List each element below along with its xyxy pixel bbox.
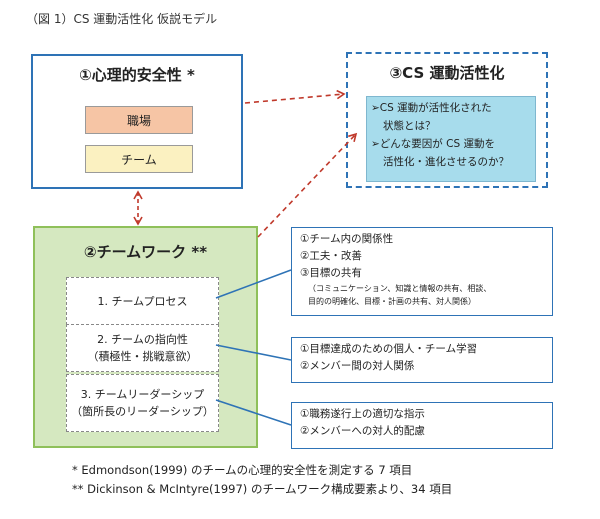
team-leadership-label: 3. チームリーダーシップ	[80, 388, 205, 401]
detail-note-line-1: （コミュニケーション、知識と情報の共有、相談、	[308, 284, 492, 293]
detail-relationship: ①チーム内の関係性	[300, 233, 394, 245]
workplace-item: 職場	[85, 106, 193, 134]
footnote-1: * Edmondson(1999) のチームの心理的安全性を測定する 7 項目	[72, 463, 413, 477]
team-process-label: 1. チームプロセス	[97, 294, 188, 308]
team-orientation-item: 2. チームの指向性 （積極性・挑戦意欲）	[66, 324, 219, 372]
detail-note-line-2: 目的の明確化、目標・計画の共有、対人関係）	[308, 297, 476, 306]
arrow-teamwork-to-cs	[257, 132, 358, 238]
question-1-line-2: 状態とは？	[383, 120, 436, 132]
question-1-line-1: ➢CS 運動が活性化された	[371, 102, 492, 114]
detail-learning: ①目標達成のための個人・チーム学習	[300, 343, 478, 355]
link-process-to-details	[215, 269, 292, 299]
link-leadership-to-details	[215, 399, 292, 426]
cs-questions-box: ➢CS 運動が活性化された 状態とは？ ➢どんな要因が CS 運動を 活性化・進…	[366, 96, 536, 182]
detail-goal-sharing: ③目標の共有	[300, 267, 362, 279]
question-2-line-2: 活性化・進化させるのか？	[383, 156, 509, 168]
footnote-2: ** Dickinson & McIntyre(1997) のチームワーク構成要…	[72, 482, 453, 496]
psychological-safety-title: ①心理的安全性 *	[79, 66, 195, 84]
link-orientation-to-details	[215, 344, 292, 361]
team-leadership-detail: （箇所長のリーダーシップ）	[71, 405, 214, 418]
psychological-safety-box: ①心理的安全性 * 職場 チーム	[31, 54, 243, 189]
team-item: チーム	[85, 145, 193, 173]
detail-improvement: ②工夫・改善	[300, 250, 362, 262]
detail-consideration: ②メンバーへの対人的配慮	[300, 425, 425, 437]
figure-caption: （図 1）CS 運動活性化 仮説モデル	[26, 12, 218, 26]
question-2-line-1: ➢どんな要因が CS 運動を	[371, 138, 495, 150]
team-leadership-details-box: ①職務遂行上の適切な指示 ②メンバーへの対人的配慮	[291, 402, 553, 449]
arrow-safety-to-cs	[244, 89, 346, 104]
teamwork-box: ②チームワーク ** 1. チームプロセス 2. チームの指向性 （積極性・挑戦…	[33, 226, 258, 448]
team-leadership-item: 3. チームリーダーシップ （箇所長のリーダーシップ）	[66, 374, 219, 432]
team-orientation-label: 2. チームの指向性	[97, 333, 188, 346]
detail-interpersonal: ②メンバー間の対人関係	[300, 360, 415, 372]
team-process-item: 1. チームプロセス	[66, 277, 219, 325]
team-orientation-details-box: ①目標達成のための個人・チーム学習 ②メンバー間の対人関係	[291, 337, 553, 383]
detail-instruction: ①職務遂行上の適切な指示	[300, 408, 425, 420]
cs-activation-title: ③CS 運動活性化	[389, 64, 505, 82]
team-orientation-detail: （積極性・挑戦意欲）	[87, 350, 198, 363]
teamwork-title: ②チームワーク **	[83, 243, 208, 261]
team-process-details-box: ①チーム内の関係性 ②工夫・改善 ③目標の共有 （コミュニケーション、知識と情報…	[291, 227, 553, 316]
cs-activation-box: ③CS 運動活性化 ➢CS 運動が活性化された 状態とは？ ➢どんな要因が CS…	[346, 52, 548, 188]
